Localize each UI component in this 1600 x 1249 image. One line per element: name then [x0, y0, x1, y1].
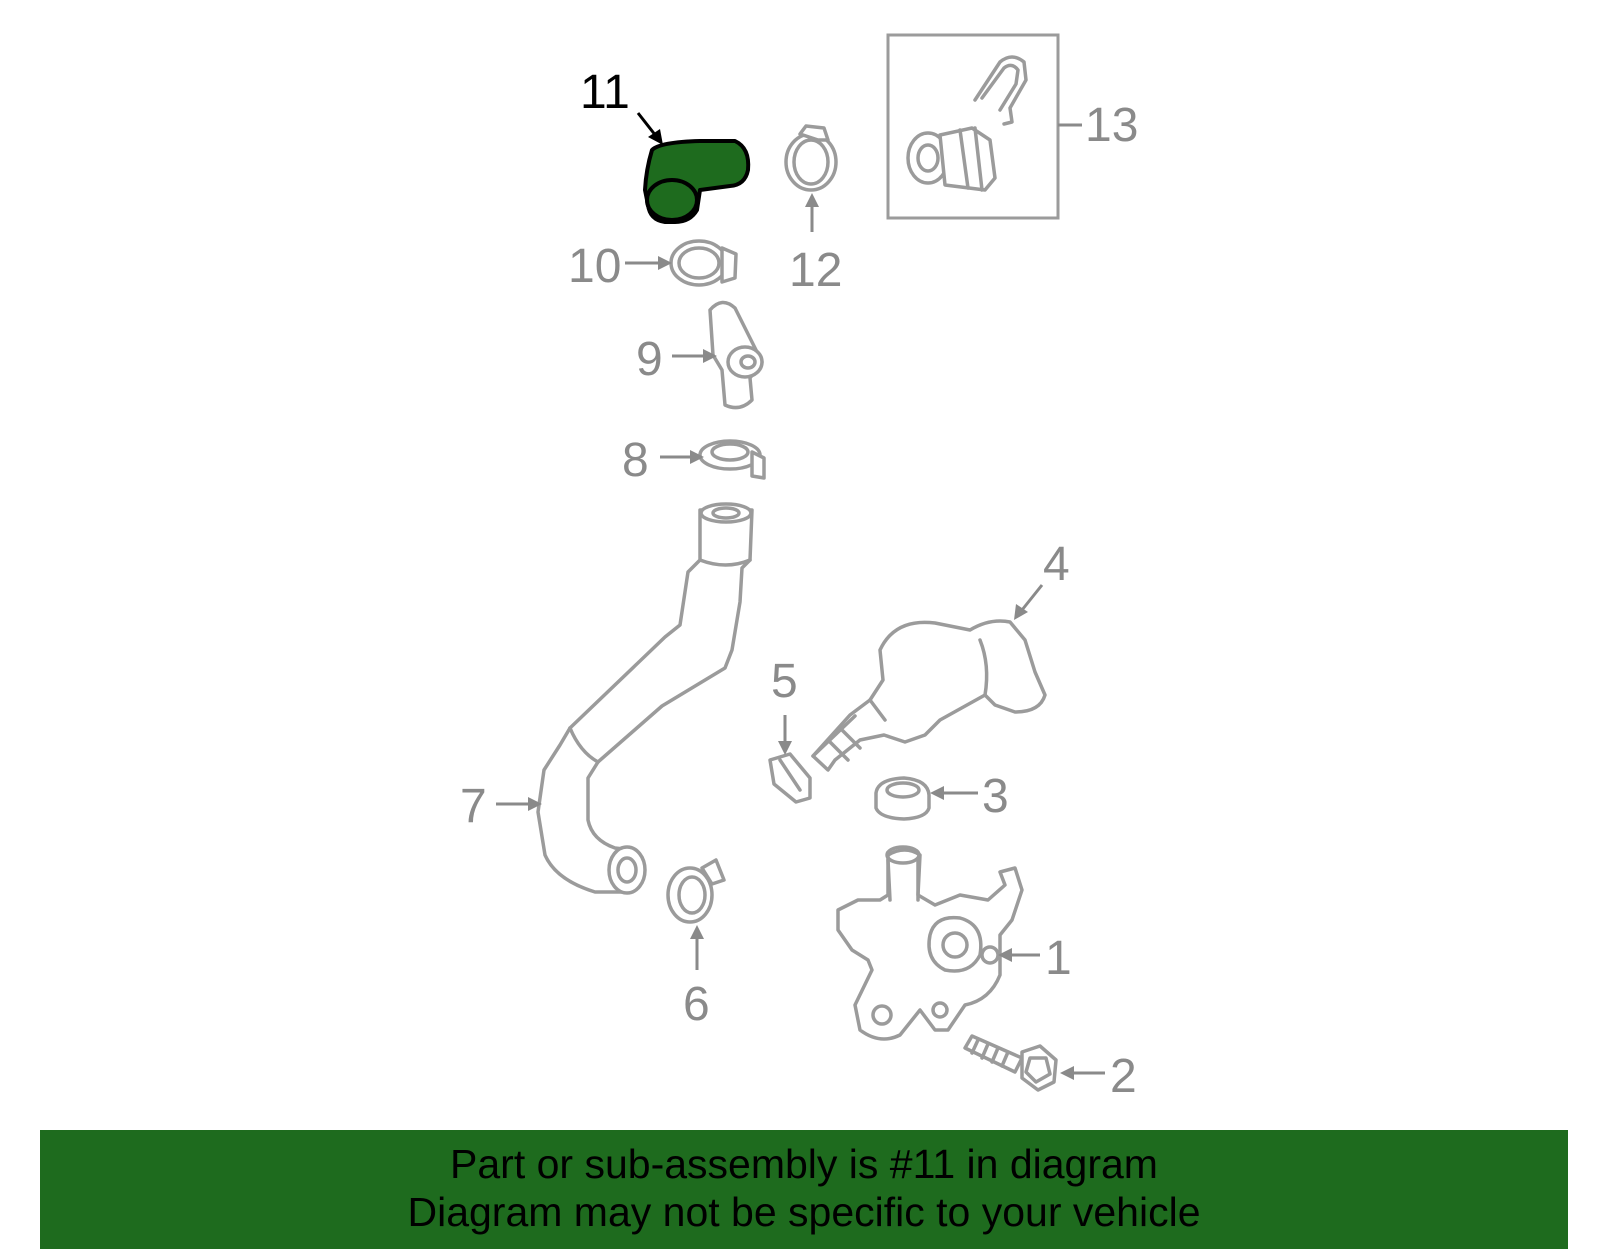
callout-10: 10 — [568, 240, 621, 293]
part-8-clamp[interactable] — [698, 439, 766, 480]
part-7-long-hose[interactable] — [536, 502, 754, 895]
callout-3: 3 — [982, 770, 1009, 823]
callout-11: 11 — [580, 66, 630, 119]
banner-line-part-number: Part or sub-assembly is #11 in diagram — [450, 1141, 1158, 1187]
part-6-clamp[interactable] — [666, 858, 726, 924]
part-10-clamp[interactable] — [669, 239, 738, 287]
parts-diagram: 13 11 12 10 9 8 — [460, 33, 1138, 1103]
part-11-elbow-hose[interactable] — [643, 139, 751, 224]
callout-13: 13 — [1085, 99, 1138, 152]
callout-9: 9 — [636, 333, 663, 386]
callout-1: 1 — [1045, 932, 1072, 985]
callout-12: 12 — [789, 244, 842, 297]
part-2-bolt[interactable] — [963, 1034, 1058, 1092]
part-5-clamp[interactable] — [768, 752, 812, 804]
part-4-outlet-pipe[interactable] — [811, 619, 1047, 772]
part-3-grommet[interactable] — [874, 776, 931, 821]
callout-6: 6 — [683, 978, 710, 1031]
notice-banner: Part or sub-assembly is #11 in diagram D… — [40, 1130, 1568, 1249]
part-9-short-hose[interactable] — [708, 300, 764, 410]
part-1-water-pump[interactable] — [836, 845, 1024, 1041]
part-12-clamp[interactable] — [784, 124, 838, 192]
part-13-connector-kit[interactable] — [886, 33, 1060, 220]
banner-line-disclaimer: Diagram may not be specific to your vehi… — [407, 1189, 1201, 1235]
callout-4: 4 — [1043, 538, 1070, 591]
callout-5: 5 — [771, 655, 798, 708]
callout-2: 2 — [1110, 1050, 1137, 1103]
callout-8: 8 — [622, 434, 649, 487]
callout-7: 7 — [460, 780, 487, 833]
